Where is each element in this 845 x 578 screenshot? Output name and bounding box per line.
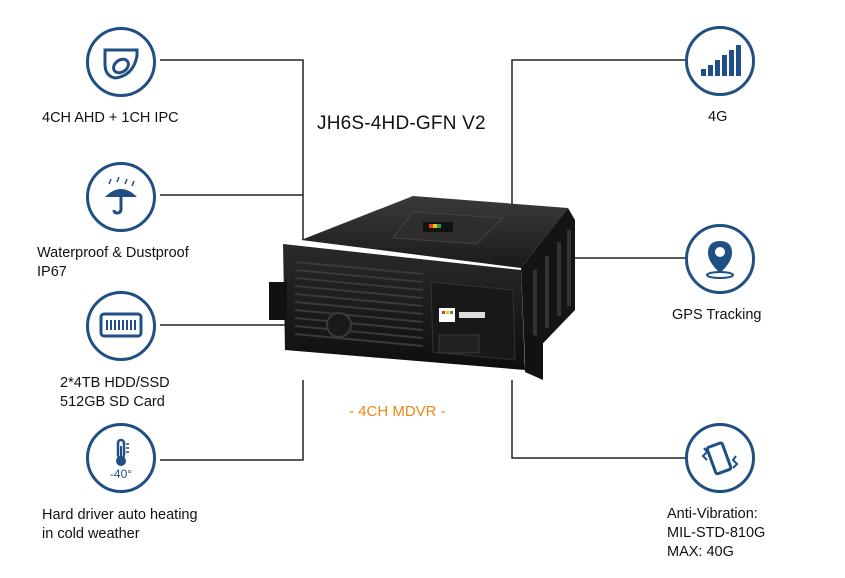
feature-label-storage: 2*4TB HDD/SSD 512GB SD Card	[60, 375, 170, 410]
location-pin-icon	[685, 224, 755, 294]
feature-label-heating: Hard driver auto heating in cold weather	[42, 507, 198, 542]
feature-label-4g: 4G	[708, 109, 728, 125]
umbrella-icon	[86, 162, 156, 232]
feature-label-waterproof: Waterproof & Dustproof IP67	[37, 245, 189, 280]
mdvr-device-image	[269, 196, 575, 380]
thermometer-icon: -40°	[86, 423, 156, 493]
feature-label-gps: GPS Tracking	[672, 307, 762, 323]
feature-label-camera: 4CH AHD + 1CH IPC	[42, 110, 179, 126]
product-title: JH6S-4HD-GFN V2	[317, 113, 486, 134]
vibration-phone-icon	[685, 423, 755, 493]
product-subtitle: - 4CH MDVR -	[349, 403, 446, 420]
feature-label-vibration: Anti-Vibration: MIL-STD-810G MAX: 40G	[667, 506, 766, 560]
temperature-text: -40°	[109, 467, 133, 481]
hdd-icon	[86, 291, 156, 361]
signal-bars-icon	[685, 26, 755, 96]
camera-icon	[86, 27, 156, 97]
